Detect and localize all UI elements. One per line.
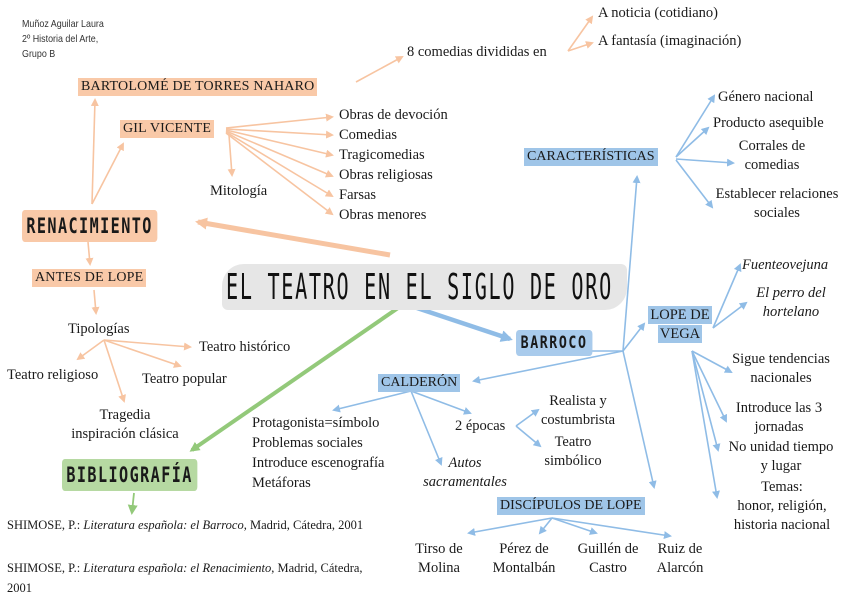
tragedia-line-1: Tragedia <box>99 407 151 423</box>
lope-label-line-2: VEGA <box>657 325 703 343</box>
node-torres-naharo[interactable]: BARTOLOMÉ DE TORRES NAHARO <box>78 78 318 96</box>
caract-producto: Producto asequible <box>713 115 824 131</box>
ref-publisher: , Madrid, Cátedra, 2001 <box>7 561 363 595</box>
calderon-rasgo: Protagonista=símbolo <box>252 415 380 431</box>
tipologia-religioso: Teatro religioso <box>7 367 99 383</box>
jornadas-line-1: Introduce las 3 <box>735 400 823 416</box>
calderon-rasgo: Metáforas <box>252 475 311 491</box>
discipulo-line-1: Pérez de <box>499 541 549 557</box>
relaciones-line-2: sociales <box>754 205 800 221</box>
ref-author: SHIMOSE, P.: <box>7 518 84 532</box>
lope-rasgo-jornadas: Introduce las 3 jornadas <box>720 399 838 437</box>
node-antes-de-lope[interactable]: ANTES DE LOPE <box>32 269 147 287</box>
gil-obra: Farsas <box>339 187 377 203</box>
unidad-line-2: y lugar <box>760 458 802 474</box>
node-gil-vicente[interactable]: GIL VICENTE <box>120 120 215 138</box>
discipulo-line-2: Castro <box>589 560 627 576</box>
tipologia-popular: Teatro popular <box>142 371 227 387</box>
discipulo-line-1: Guillén de <box>577 541 639 557</box>
unidad-line-1: No unidad tiempo <box>728 439 834 455</box>
calderon-autos: Autos sacramentales <box>410 454 520 492</box>
gil-obra: Obras menores <box>339 207 427 223</box>
epoca-simbolico: Teatro simbólico <box>533 433 613 471</box>
ref-title: Literatura española: el Renacimiento <box>83 561 272 575</box>
ref-publisher: , Madrid, Cátedra, 2001 <box>243 518 364 532</box>
lope-obra-fuenteovejuna: Fuenteovejuna <box>742 257 829 273</box>
tragedia-line-2: inspiración clásica <box>71 426 179 442</box>
gil-obra: Comedias <box>339 127 397 143</box>
temas-line-2: honor, religión, <box>737 498 827 514</box>
discipulo-perez: Pérez de Montalbán <box>486 540 562 578</box>
torres-type-fantasia: A fantasía (imaginación) <box>598 33 742 49</box>
discipulo-ruiz: Ruiz de Alarcón <box>650 540 710 578</box>
author-group: Grupo B <box>22 48 56 60</box>
realista-line-2: costumbrista <box>540 412 616 428</box>
tipologia-historico: Teatro histórico <box>199 339 291 355</box>
discipulo-line-2: Molina <box>418 560 460 576</box>
discipulo-line-1: Ruiz de <box>657 541 703 557</box>
epoca-realista: Realista y costumbrista <box>533 392 623 430</box>
ref-author: SHIMOSE, P.: <box>7 561 84 575</box>
jornadas-line-2: jornadas <box>754 419 804 435</box>
discipulo-tirso: Tirso de Molina <box>406 540 472 578</box>
temas-line-3: historia nacional <box>733 517 831 533</box>
realista-line-1: Realista y <box>549 393 607 409</box>
lope-rasgo-temas: Temas: honor, religión, historia naciona… <box>720 478 844 535</box>
ref-title: Literatura española: el Barroco <box>83 518 244 532</box>
autos-line-2: sacramentales <box>423 474 507 490</box>
corrales-line-1: Corrales de <box>738 138 806 154</box>
node-caracteristicas[interactable]: CARACTERÍSTICAS <box>524 148 658 166</box>
caract-relaciones: Establecer relaciones sociales <box>703 185 848 223</box>
tendencias-line-2: nacionales <box>750 370 812 386</box>
gil-obra: Obras de devoción <box>339 107 448 123</box>
node-discipulos[interactable]: DISCÍPULOS DE LOPE <box>497 497 645 515</box>
caract-corrales: Corrales de comedias <box>722 137 822 175</box>
node-lope-de-vega[interactable]: LOPE DE VEGA <box>645 306 715 344</box>
node-bibliografia[interactable]: BIBLIOGRAFÍA <box>62 459 198 491</box>
calderon-rasgo: Problemas sociales <box>252 435 363 451</box>
discipulo-line-2: Montalbán <box>492 560 556 576</box>
gil-obra: Tragicomedias <box>339 147 425 163</box>
gil-mitologia: Mitología <box>210 183 268 199</box>
author-course: 2º Historia del Arte, <box>22 33 99 45</box>
title-background <box>222 264 627 310</box>
lope-obra-perro: El perro del hortelano <box>742 284 840 322</box>
author-name: Muñoz Aguilar Laura <box>22 18 104 30</box>
node-barroco[interactable]: BARROCO <box>516 330 593 356</box>
relaciones-line-1: Establecer relaciones <box>715 186 839 202</box>
discipulo-line-1: Tirso de <box>415 541 463 557</box>
perro-line-2: hortelano <box>762 304 820 320</box>
caract-genero: Género nacional <box>718 89 814 105</box>
node-renacimiento[interactable]: RENACIMIENTO <box>22 210 158 242</box>
calderon-rasgo: Introduce escenografía <box>252 455 385 471</box>
gil-obra: Obras religiosas <box>339 167 433 183</box>
torres-comedias: 8 comedias divididas en <box>407 44 547 60</box>
discipulo-line-2: Alarcón <box>656 560 704 576</box>
corrales-line-2: comedias <box>744 157 800 173</box>
page-title: EL TEATRO EN EL SIGLO DE ORO <box>226 267 613 308</box>
bibliography-ref: SHIMOSE, P.: Literatura española: el Bar… <box>7 515 367 535</box>
bibliography-ref: SHIMOSE, P.: Literatura española: el Ren… <box>7 558 367 598</box>
lope-rasgo-tendencias: Sigue tendencias nacionales <box>722 350 840 388</box>
antes-tipologias: Tipologías <box>68 321 130 337</box>
tendencias-line-1: Sigue tendencias <box>732 351 830 367</box>
discipulo-guillen: Guillén de Castro <box>570 540 646 578</box>
calderon-epocas: 2 épocas <box>455 418 506 434</box>
perro-line-1: El perro del <box>756 285 826 301</box>
tipologia-tragedia: Tragedia inspiración clásica <box>60 406 190 444</box>
lope-label-line-1: LOPE DE <box>648 306 712 324</box>
simbolico-line-1: Teatro <box>554 434 592 450</box>
gil-obras-list: Obras de devoción Comedias Tragicomedias… <box>339 105 448 225</box>
calderon-rasgos-list: Protagonista=símbolo Problemas sociales … <box>252 413 384 493</box>
lope-rasgo-unidad: No unidad tiempo y lugar <box>718 438 844 476</box>
autos-line-1: Autos <box>448 455 482 471</box>
author-block: Muñoz Aguilar Laura 2º Historia del Arte… <box>22 17 104 62</box>
simbolico-line-2: simbólico <box>544 453 602 469</box>
temas-line-1: Temas: <box>761 479 803 495</box>
torres-type-noticia: A noticia (cotidiano) <box>598 5 718 21</box>
node-calderon[interactable]: CALDERÓN <box>378 374 461 392</box>
